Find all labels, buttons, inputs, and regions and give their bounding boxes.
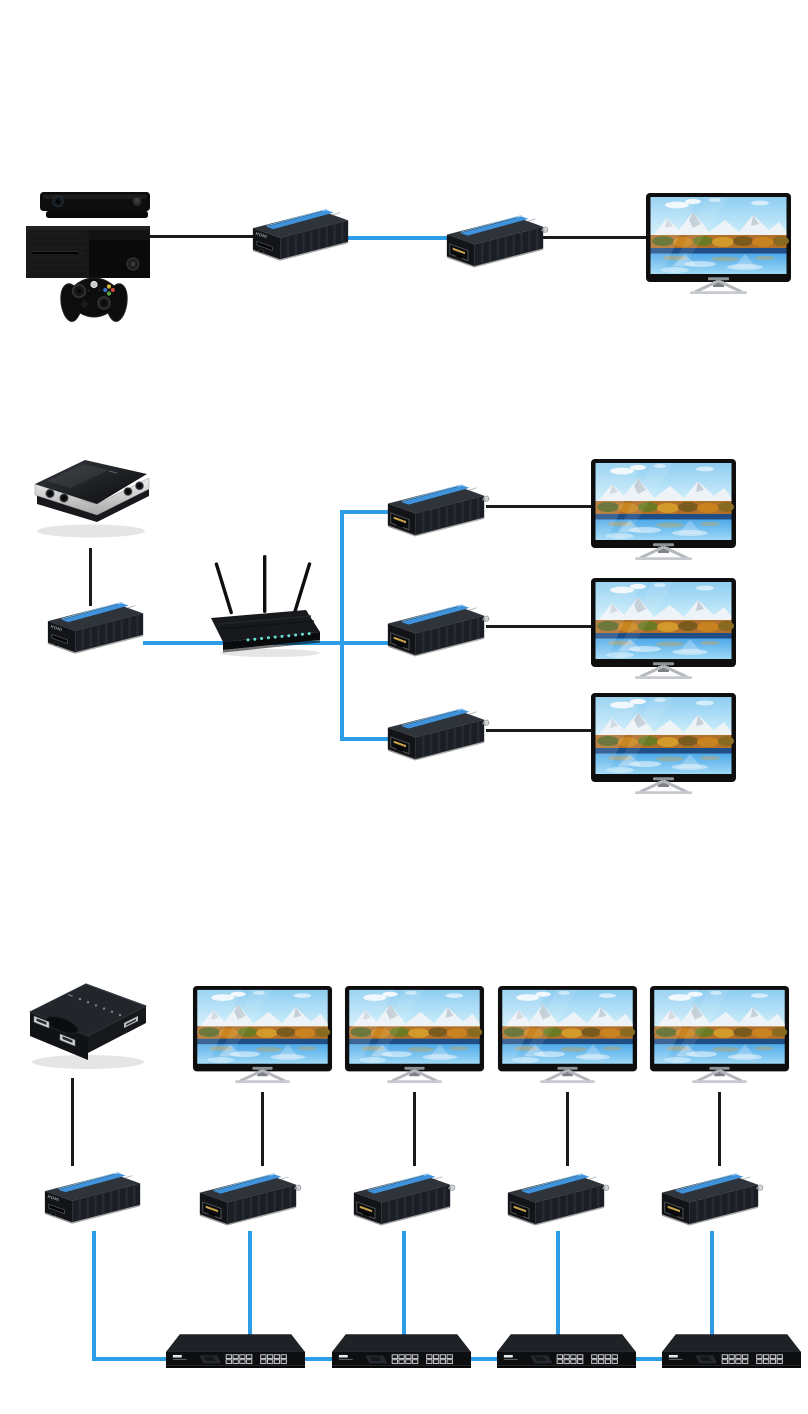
hdmi-extender-sender-2 (38, 592, 155, 662)
cable-hdmi-xbox-to-sender (150, 235, 254, 238)
wireless-router (206, 551, 324, 663)
tv-scenario1 (645, 192, 792, 295)
hdmi-extender-receiver-1 (437, 205, 555, 276)
hdmi-extender-receiver-3a (190, 1163, 308, 1234)
xbox-one-with-kinect (16, 182, 168, 324)
cable-ethernet-sender-to-switch1 (92, 1357, 168, 1361)
cable-ethernet-switch1-to-switch2 (303, 1357, 333, 1361)
cable-ethernet-receiver2-to-switch2 (402, 1231, 406, 1341)
network-switch-1 (164, 1330, 307, 1374)
cable-hdmi-tv3-to-receiver3 (566, 1092, 569, 1166)
cable-hdmi-tv1-to-receiver1 (261, 1092, 264, 1166)
network-switch-2 (330, 1330, 473, 1374)
cable-hdmi-settop-to-sender (89, 548, 92, 606)
hdmi-extender-sender-1 (243, 199, 360, 269)
cable-hdmi-receiver2-to-tv2 (486, 625, 592, 628)
tv-scenario3-3 (497, 985, 638, 1084)
tv-scenario2-3 (590, 692, 737, 795)
cable-hdmi-receiver3-to-tv3 (486, 729, 592, 732)
cable-hdmi-splitter-to-sender (71, 1078, 74, 1166)
hdmi-extender-sender-3 (35, 1162, 152, 1232)
cable-ethernet-receiver4-to-switch4 (710, 1231, 714, 1341)
hdmi-splitter-box (16, 970, 156, 1076)
cable-ethernet-branch-top (340, 510, 392, 514)
tv-scenario3-2 (344, 985, 485, 1084)
cable-ethernet-switch3-to-switch4 (634, 1357, 663, 1361)
hdmi-extender-receiver-2b (378, 594, 496, 665)
hdmi-extender-receiver-2c (378, 698, 496, 769)
cable-ethernet-branch-bottom (340, 737, 392, 741)
hdmi-extender-receiver-3d (652, 1163, 770, 1234)
tv-scenario3-4 (649, 985, 790, 1084)
cable-ethernet-trunk-vertical (340, 510, 344, 741)
cable-ethernet-sender-down (92, 1231, 96, 1360)
hdmi-extender-receiver-3b (344, 1163, 462, 1234)
cable-ethernet-receiver3-to-switch3 (556, 1231, 560, 1341)
network-switch-3 (495, 1330, 638, 1374)
cable-hdmi-receiver1-to-tv1 (486, 505, 592, 508)
cable-ethernet-receiver1-to-switch1 (248, 1231, 252, 1341)
hdmi-extender-receiver-2a (378, 474, 496, 545)
cable-hdmi-receiver-to-tv (543, 236, 649, 239)
tv-scenario2-1 (590, 458, 737, 561)
cable-hdmi-tv2-to-receiver2 (413, 1092, 416, 1166)
tv-scenario3-1 (192, 985, 333, 1084)
set-top-box (25, 449, 155, 541)
cable-ethernet-sender-to-receiver (346, 236, 452, 240)
cable-ethernet-switch2-to-switch3 (469, 1357, 498, 1361)
tv-scenario2-2 (590, 577, 737, 680)
network-switch-4 (660, 1330, 803, 1374)
hdmi-extender-receiver-3c (498, 1163, 616, 1234)
cable-hdmi-tv4-to-receiver4 (718, 1092, 721, 1166)
